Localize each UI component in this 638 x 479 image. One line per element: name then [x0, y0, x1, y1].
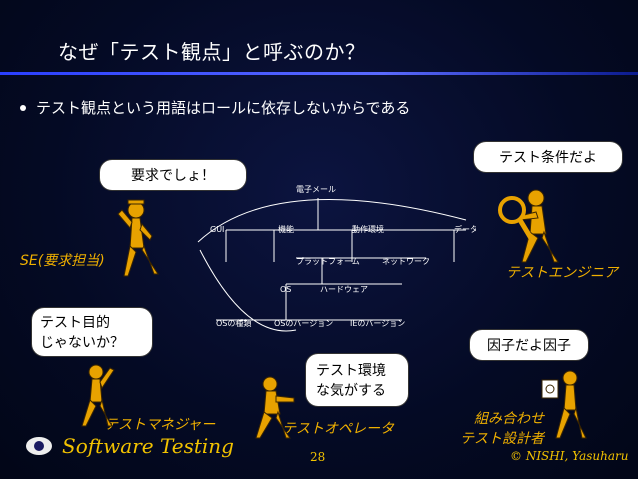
logo-icon: [26, 437, 52, 455]
title-rule: [0, 72, 638, 75]
node-ie-version: IEのバージョン: [350, 319, 405, 328]
role-manager: テストマネジャー: [104, 417, 216, 433]
node-email: 電子メール: [296, 185, 336, 194]
role-designer-line2: テスト設計者: [460, 431, 544, 447]
se-figure-icon: [117, 199, 159, 277]
node-network: ネットワーク: [382, 257, 430, 266]
node-gui: GUI: [210, 225, 224, 234]
role-engineer: テストエンジニア: [506, 265, 618, 281]
bullet-item: テスト観点という用語はロールに依存しないからである: [20, 97, 410, 118]
bubble-se: 要求でしょ！: [100, 160, 246, 190]
bubble-manager: テスト目的 じゃないか？: [32, 308, 152, 356]
node-os: OS: [280, 285, 291, 294]
node-hardware: ハードウェア: [320, 285, 368, 294]
page-number: 28: [310, 450, 326, 464]
bullet-text: テスト観点という用語はロールに依存しないからである: [36, 99, 411, 117]
bubble-operator: テスト環境 な気がする: [306, 354, 408, 406]
bubble-designer-text: 因子だよ因子: [487, 338, 571, 354]
footer-brand: Software Testing: [62, 434, 234, 458]
viewpoint-diagram: 電子メール GUI 機能 動作環境 データ プラットフォーム ネットワーク OS…: [197, 185, 476, 332]
node-data: データ: [454, 224, 476, 234]
bubble-operator-line2: な気がする: [316, 383, 386, 399]
node-platform: プラットフォーム: [296, 257, 360, 266]
role-se: SE(要求担当): [20, 253, 105, 269]
node-os-type: OSの種類: [216, 318, 251, 328]
operator-figure-icon: [255, 376, 295, 439]
copyright: © NISHI, Yasuharu: [510, 449, 629, 463]
node-function: 機能: [278, 224, 294, 234]
footer-logo: Software Testing: [24, 434, 234, 458]
node-operating-env: 動作環境: [352, 224, 384, 234]
node-os-version: OSのバージョン: [274, 319, 333, 328]
bubble-engineer: テスト条件だよ: [474, 142, 622, 172]
role-designer-line1: 組み合わせ: [474, 411, 544, 427]
role-operator: テストオペレータ: [282, 421, 394, 437]
manager-figure-icon: [81, 364, 115, 427]
bubble-engineer-text: テスト条件だよ: [499, 150, 597, 166]
bubble-se-text: 要求でしょ！: [131, 168, 215, 184]
designer-figure-icon: [541, 370, 587, 439]
engineer-figure-icon: [498, 189, 559, 263]
bubble-operator-line1: テスト環境: [316, 363, 386, 379]
bubble-designer: 因子だよ因子: [470, 330, 588, 360]
bubble-manager-line1: テスト目的: [40, 315, 110, 331]
bubble-manager-line2: じゃないか？: [40, 335, 124, 351]
bullet-dot: [20, 104, 26, 111]
slide-title: なぜ「テスト観点」と呼ぶのか？: [58, 40, 366, 64]
